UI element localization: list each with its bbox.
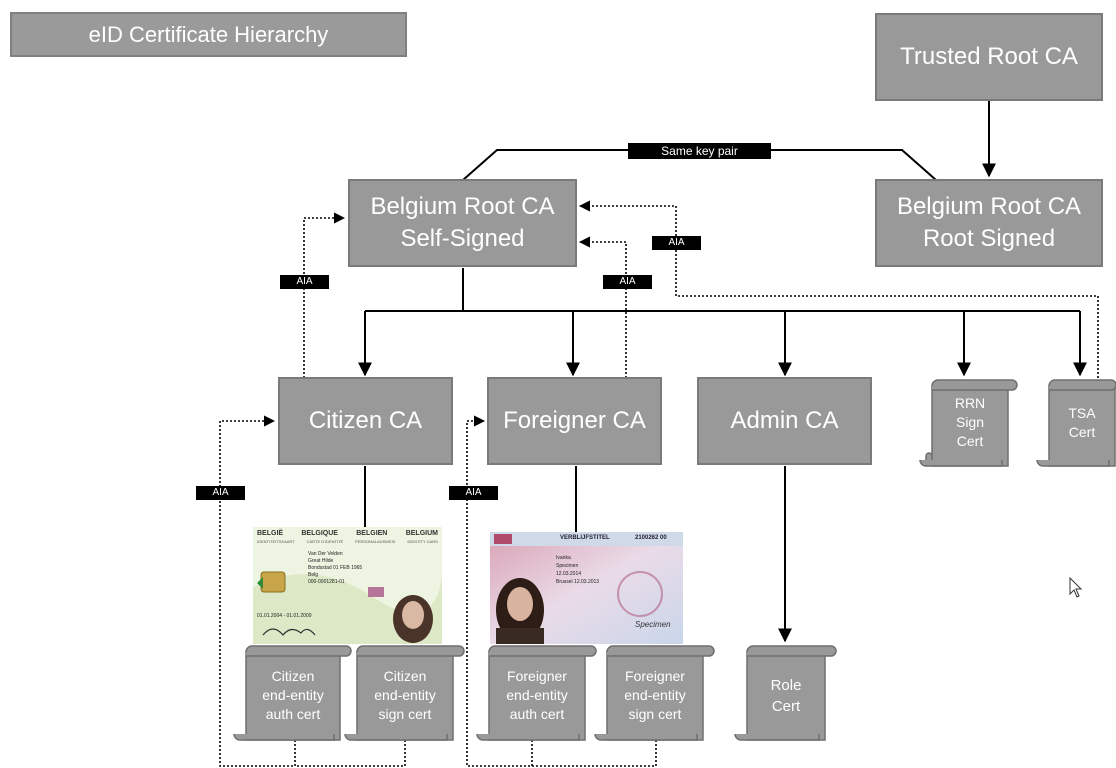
aia-citizen-sign-join <box>295 740 406 767</box>
mouse-cursor-icon <box>1069 577 1083 598</box>
citizen-card-sub-3: PERSONALAUSWEIS <box>355 539 396 544</box>
node-belgium-root-signed-line1: Belgium Root CA <box>896 193 1082 220</box>
citizen-card-sub-2: CARTE D'IDENTITÉ <box>306 539 344 544</box>
node-trusted-root-ca[interactable]: Trusted Root CA <box>875 13 1103 101</box>
citizen-card-sub-4: IDENTITY CARD <box>407 539 438 544</box>
scroll-citizen-auth-cert <box>233 645 352 741</box>
label-same-key-pair: Same key pair <box>628 143 771 159</box>
scroll-citizen-auth-line1: Citizen <box>271 668 315 684</box>
foreigner-card-sign: Specimen <box>635 620 671 629</box>
citizen-card-header-3: BELGIEN <box>356 530 388 537</box>
scroll-citizen-auth-line3: auth cert <box>265 706 321 722</box>
scroll-foreigner-auth-line2: end-entity <box>506 687 568 703</box>
scroll-role-text[interactable]: Role Cert <box>747 675 825 717</box>
label-aia-foreigner-ee: AIA <box>449 486 498 500</box>
scroll-tsa-text[interactable]: TSA Cert <box>1049 404 1115 442</box>
scroll-foreigner-auth-text[interactable]: Foreigner end-entity auth cert <box>489 667 585 724</box>
scroll-tsa-line1: TSA <box>1068 405 1096 421</box>
scroll-rrn-cert <box>919 379 1018 467</box>
node-citizen-ca[interactable]: Citizen CA <box>278 377 453 465</box>
scroll-foreigner-sign-line2: end-entity <box>624 687 686 703</box>
citizen-id-card-image: BELGIË BELGIQUE BELGIEN BELGIUM IDENTITE… <box>253 527 442 644</box>
foreigner-id-card-image: VERBLIJFSTITEL 2100262 00 Ivanka Specime… <box>490 532 683 644</box>
node-belgium-root-signed-line2: Root Signed <box>922 225 1056 252</box>
scroll-citizen-sign-line1: Citizen <box>383 668 427 684</box>
scroll-tsa-cert <box>1036 379 1116 467</box>
scroll-foreigner-sign-line3: sign cert <box>628 706 682 722</box>
citizen-card-header-4: BELGIUM <box>405 530 438 537</box>
foreigner-card-date1: 12.03.2014 <box>556 571 582 577</box>
aia-foreigner-to-root <box>578 236 627 378</box>
label-aia-citizen: AIA <box>280 275 329 289</box>
scroll-rrn-line3: Cert <box>956 433 984 449</box>
scroll-foreigner-auth-cert <box>476 645 597 741</box>
foreigner-card-graphic <box>490 532 683 644</box>
scroll-tsa-line2: Cert <box>1068 424 1096 440</box>
citizen-card-validity: 01.01.2004 - 01.01.2009 <box>257 613 312 619</box>
scroll-foreigner-auth-line1: Foreigner <box>507 668 567 684</box>
scroll-rrn-line2: Sign <box>955 414 985 430</box>
aia-citizen-ee-to-ca <box>219 415 296 767</box>
node-foreigner-ca[interactable]: Foreigner CA <box>487 377 662 465</box>
node-belgium-root-ca-root-signed[interactable]: Belgium Root CA Root Signed <box>875 179 1103 267</box>
scroll-citizen-sign-line2: end-entity <box>374 687 436 703</box>
aia-foreigner-ee-to-ca <box>466 415 533 767</box>
node-admin-ca[interactable]: Admin CA <box>697 377 872 465</box>
label-aia-citizen-ee: AIA <box>196 486 245 500</box>
foreigner-card-given: Specimen <box>556 563 579 569</box>
diagram-title: eID Certificate Hierarchy <box>10 12 407 57</box>
scroll-role-cert <box>734 645 837 741</box>
label-aia-tsa: AIA <box>652 236 701 250</box>
citizen-card-graphic <box>253 527 442 644</box>
node-belgium-root-self-line2: Self-Signed <box>400 225 525 252</box>
scroll-citizen-sign-text[interactable]: Citizen end-entity sign cert <box>357 667 453 724</box>
scroll-foreigner-sign-cert <box>594 645 715 741</box>
scroll-foreigner-sign-text[interactable]: Foreigner end-entity sign cert <box>607 667 703 724</box>
label-aia-foreigner: AIA <box>603 275 652 289</box>
citizen-card-given: Great Hilde <box>308 558 334 564</box>
scroll-foreigner-sign-line1: Foreigner <box>625 668 685 684</box>
node-trusted-root-ca-label: Trusted Root CA <box>900 43 1078 70</box>
scroll-citizen-sign-line3: sign cert <box>378 706 432 722</box>
scroll-citizen-sign-cert <box>344 645 465 741</box>
node-belgium-root-ca-self-signed[interactable]: Belgium Root CA Self-Signed <box>348 179 577 267</box>
citizen-card-birth: Bondsstad 01 FEB 1965 <box>308 565 363 571</box>
foreigner-card-title: VERBLIJFSTITEL <box>560 535 610 541</box>
node-belgium-root-self-line1: Belgium Root CA <box>370 193 555 220</box>
scroll-citizen-auth-text[interactable]: Citizen end-entity auth cert <box>246 667 340 724</box>
citizen-card-nationality: Belg <box>308 572 319 578</box>
scroll-foreigner-auth-line3: auth cert <box>509 706 565 722</box>
scroll-rrn-line1: RRN <box>954 395 986 411</box>
scroll-role-line2: Cert <box>771 698 801 715</box>
citizen-card-number: 000-0001281-01 <box>308 579 345 585</box>
citizen-card-header-2: BELGIQUE <box>301 530 338 537</box>
aia-foreigner-sign-join <box>532 740 657 767</box>
foreigner-card-date2: Brussel 12.03.2013 <box>556 579 600 585</box>
foreigner-card-name: Ivanka <box>556 555 571 561</box>
citizen-card-sub-1: IDENTITEITSKAART <box>257 539 295 544</box>
foreigner-card-number: 2100262 00 <box>635 535 667 541</box>
node-citizen-ca-label: Citizen CA <box>308 407 423 434</box>
scroll-citizen-auth-line2: end-entity <box>262 687 324 703</box>
aia-citizen-to-root <box>303 212 346 378</box>
node-admin-ca-label: Admin CA <box>730 407 839 434</box>
citizen-card-name: Van Der Velden <box>308 551 343 557</box>
citizen-card-header-1: BELGIË <box>257 530 284 537</box>
aia-tsa-to-root <box>578 200 1099 378</box>
scroll-rrn-text[interactable]: RRN Sign Cert <box>932 394 1008 451</box>
scroll-role-line1: Role <box>770 677 802 694</box>
node-foreigner-ca-label: Foreigner CA <box>503 407 646 434</box>
